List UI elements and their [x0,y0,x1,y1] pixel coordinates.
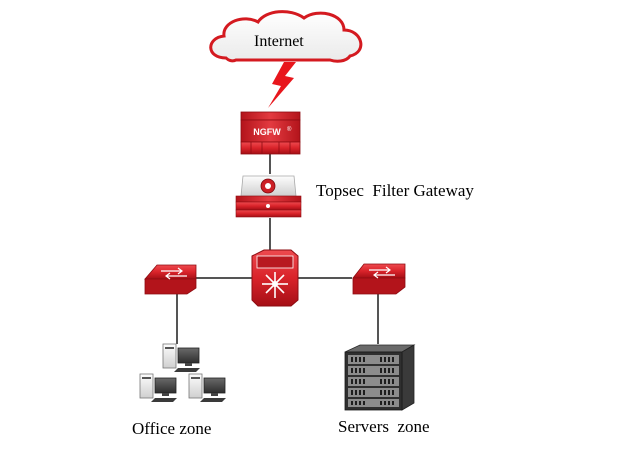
filter-gateway-label: Topsec Filter Gateway [316,181,474,200]
switch-icon [144,264,197,295]
cloud-icon [209,10,363,63]
server-rack-icon [344,344,416,411]
ngfw-firewall-icon: NGFW ® [240,111,301,155]
pc-cluster [139,343,226,402]
pc-icon [188,373,226,402]
ngfw-badge-text: NGFW [253,127,281,137]
pc-icon [162,343,200,372]
ngfw-registered-mark: ® [287,126,292,133]
core-switch-icon [251,249,299,307]
switch-icon [352,263,406,295]
internet-label: Internet [254,33,304,50]
office-zone-label: Office zone [132,419,212,438]
lightning-icon [268,62,296,108]
network-links [176,153,379,344]
pc-icon [139,373,177,402]
servers-zone-label: Servers zone [338,417,430,436]
filter-gateway-icon [235,175,302,218]
